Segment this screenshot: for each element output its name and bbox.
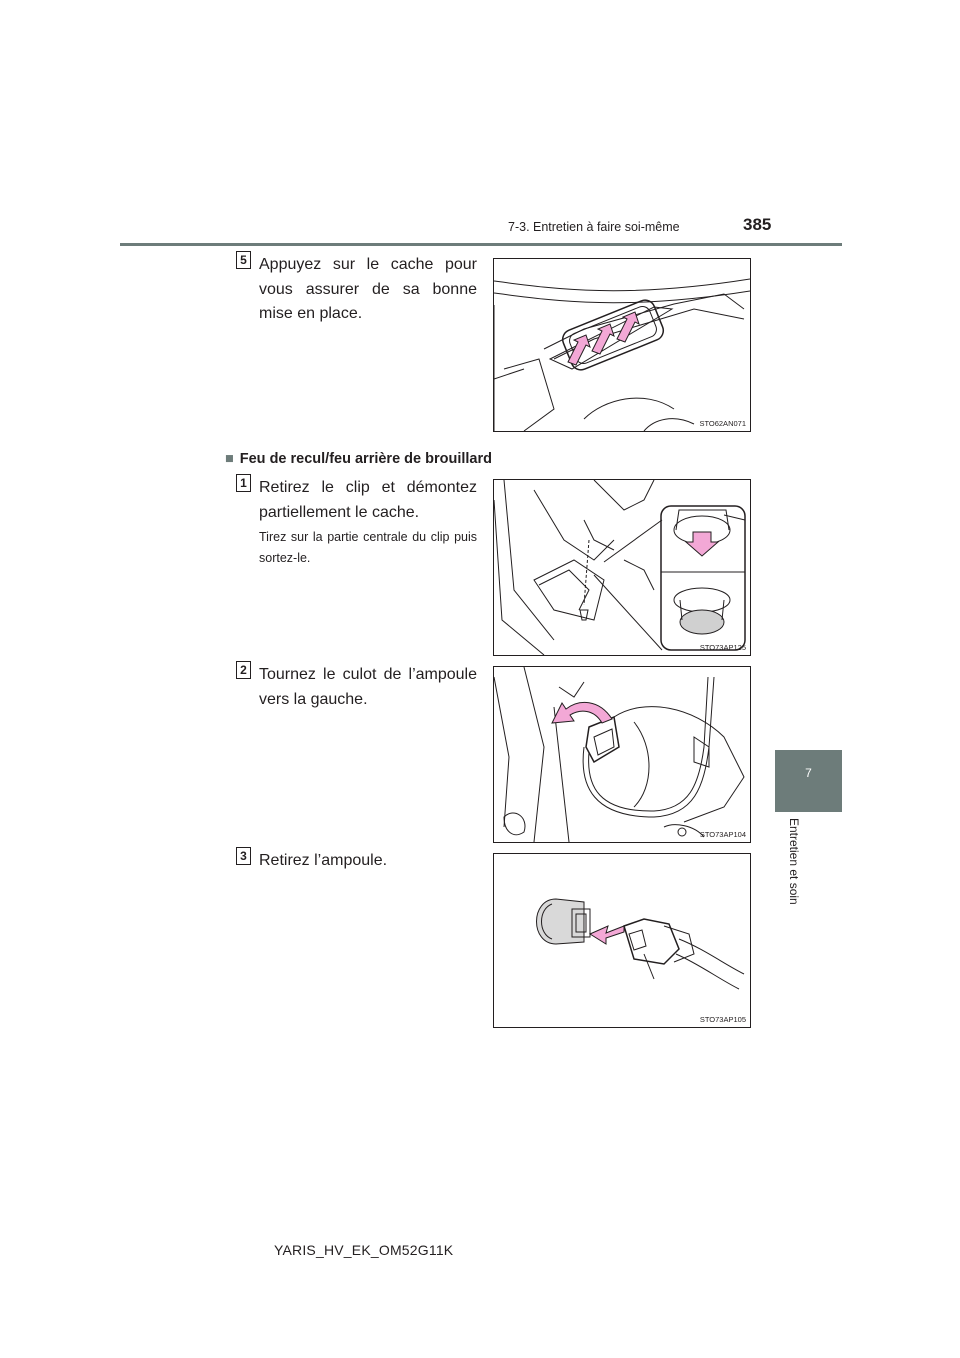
step-text: Retirez l’ampoule. <box>259 852 388 869</box>
figure-bulb-removal: STO73AP105 <box>493 853 751 1028</box>
section-heading: ■ Feu de recul/feu arrière de brouillard <box>225 451 492 467</box>
section-title: Feu de recul/feu arrière de brouillard <box>239 451 492 467</box>
step-number-badge: 2 <box>236 661 251 679</box>
figure-code: STO73AP125 <box>699 643 746 652</box>
chapter-title: Entretien et soin <box>787 818 801 905</box>
figure-clip-removal: STO73AP125 <box>493 479 751 656</box>
step-number-badge: 1 <box>236 474 251 492</box>
chapter-tab <box>775 750 842 812</box>
step-subtext: Tirez sur la partie centrale du clip pui… <box>259 530 477 565</box>
step-number-badge: 3 <box>236 847 251 865</box>
figure-code: STO62AN071 <box>699 419 746 428</box>
figure-code: STO73AP105 <box>699 1015 746 1024</box>
insert-arrow-icon <box>588 925 625 945</box>
step-text: Appuyez sur le cache pour vous assurer d… <box>259 256 477 322</box>
down-arrow-icon <box>684 531 720 557</box>
page-number: 385 <box>743 215 772 234</box>
rotate-arrow-icon <box>551 701 613 724</box>
step-number-badge: 5 <box>236 251 251 269</box>
figure-cover-press: STO62AN071 <box>493 258 751 432</box>
section-bullet: ■ <box>225 451 234 467</box>
step-text: Tournez le culot de l’ampoule vers la ga… <box>259 666 477 708</box>
header-section-title: 7-3. Entretien à faire soi-même <box>508 220 680 234</box>
chapter-number: 7 <box>805 766 812 780</box>
figure-bulb-rotate: STO73AP104 <box>493 666 751 843</box>
header-divider <box>120 243 842 246</box>
step-text: Retirez le clip et démontez partiellemen… <box>259 479 477 521</box>
press-arrow-icon <box>567 311 640 366</box>
document-code: YARIS_HV_EK_OM52G11K <box>274 1242 454 1258</box>
figure-code: STO73AP104 <box>699 830 746 839</box>
